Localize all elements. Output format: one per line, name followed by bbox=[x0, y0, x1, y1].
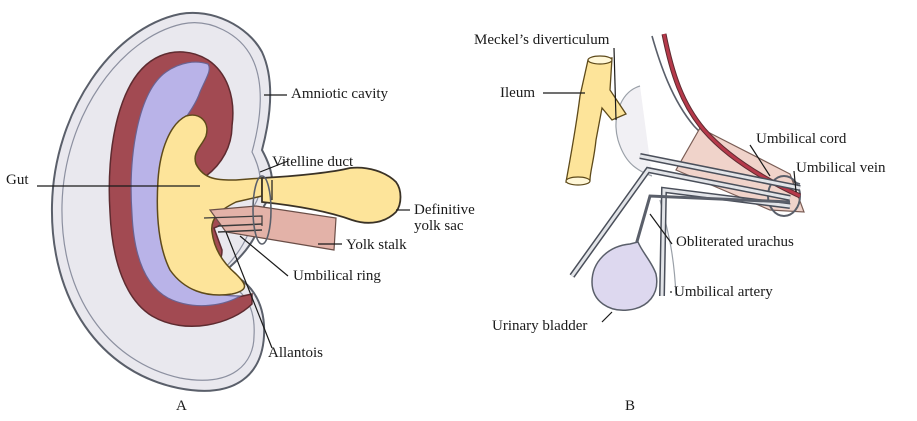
label-umbilical-ring: Umbilical ring bbox=[293, 268, 381, 284]
label-allantois: Allantois bbox=[268, 345, 323, 361]
label-ileum: Ileum bbox=[500, 85, 535, 101]
label-yolk-sac: yolk sac bbox=[414, 218, 464, 234]
label-umbilical-vein: Umbilical vein bbox=[796, 160, 886, 176]
panel-b-diagram bbox=[543, 34, 804, 322]
label-urinary-bladder: Urinary bladder bbox=[492, 318, 587, 334]
label-obliterated-urachus: Obliterated urachus bbox=[676, 234, 794, 250]
label-gut: Gut bbox=[6, 172, 29, 188]
caption-a: A bbox=[176, 398, 187, 415]
label-meckels-diverticulum: Meckel’s diverticulum bbox=[474, 32, 609, 48]
caption-b: B bbox=[625, 398, 635, 415]
panel-a-diagram bbox=[37, 13, 410, 391]
label-umbilical-cord: Umbilical cord bbox=[756, 131, 846, 147]
label-amniotic-cavity: Amniotic cavity bbox=[291, 86, 388, 102]
urinary-bladder bbox=[592, 242, 657, 310]
label-vitelline-duct: Vitelline duct bbox=[272, 154, 353, 170]
label-umbilical-artery: Umbilical artery bbox=[674, 284, 773, 300]
label-definitive: Definitive bbox=[414, 202, 475, 218]
label-yolk-stalk: Yolk stalk bbox=[346, 237, 407, 253]
